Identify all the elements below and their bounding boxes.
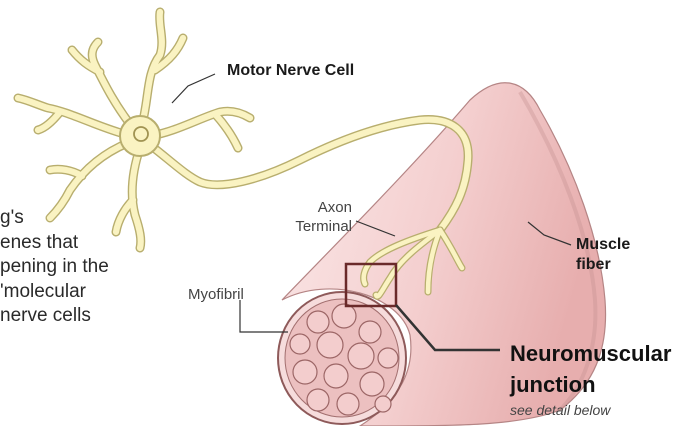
label-muscle-fiber-line1: Muscle xyxy=(576,235,630,255)
label-neuromuscular-junction: Neuromuscular junction xyxy=(510,338,671,400)
myofibril-circle xyxy=(317,332,343,358)
label-motor-nerve-cell: Motor Nerve Cell xyxy=(227,62,354,80)
myofibril-circle xyxy=(293,360,317,384)
myofibril-circle xyxy=(332,304,356,328)
myofibril-circle xyxy=(337,393,359,415)
label-axon-terminal-line2: Terminal xyxy=(272,217,352,236)
myofibril-circle xyxy=(324,364,348,388)
myofibril-circle xyxy=(290,334,310,354)
label-muscle-fiber-line2: fiber xyxy=(576,255,630,275)
article-body-text: g's enes that pening in the 'molecular n… xyxy=(0,206,109,329)
myofibril-circle xyxy=(378,348,398,368)
label-muscle-fiber: Muscle fiber xyxy=(576,235,630,275)
label-axon-terminal: Axon Terminal xyxy=(272,198,352,236)
nucleus xyxy=(134,127,148,141)
label-neuromuscular-junction-line1: Neuromuscular xyxy=(510,338,671,369)
myofibril-circle xyxy=(307,311,329,333)
label-see-detail: see detail below xyxy=(510,402,610,418)
body-line: pening in the xyxy=(0,255,109,280)
myofibril-circle xyxy=(359,321,381,343)
label-myofibril: Myofibril xyxy=(188,286,244,303)
label-neuromuscular-junction-line2: junction xyxy=(510,369,671,400)
myofibril-circle xyxy=(360,372,384,396)
leader-myofibril xyxy=(240,300,288,332)
body-line: nerve cells xyxy=(0,304,109,329)
body-line: enes that xyxy=(0,231,109,256)
leader-motor-nerve xyxy=(172,74,215,103)
label-axon-terminal-line1: Axon xyxy=(272,198,352,217)
myofibril-circle xyxy=(375,396,391,412)
body-line: g's xyxy=(0,206,109,231)
body-line: 'molecular xyxy=(0,280,109,305)
myofibril-circle xyxy=(307,389,329,411)
myofibril-circle xyxy=(348,343,374,369)
